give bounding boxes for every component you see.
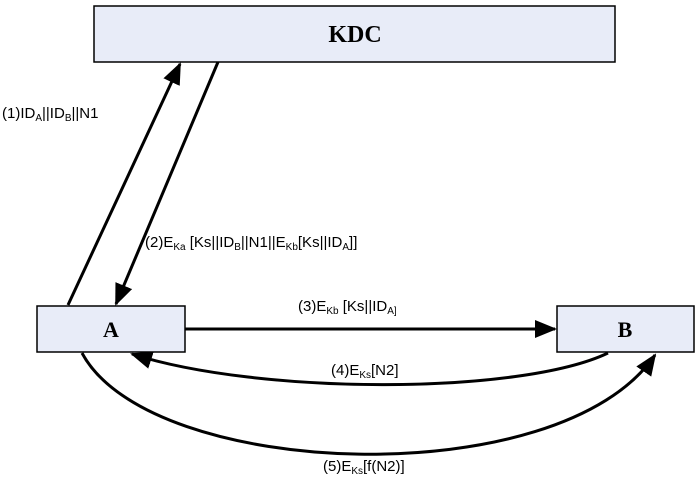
message-2-label: (2)EKa [Ks||IDB||N1||EKb[Ks||IDA]] bbox=[145, 234, 357, 253]
kdc-box bbox=[93, 5, 616, 63]
message-4-label: (4)EKs[N2] bbox=[331, 362, 399, 381]
b-label: B bbox=[618, 317, 633, 342]
a-box bbox=[36, 305, 186, 353]
message-3-label: (3)EKb [Ks||IDA] bbox=[298, 298, 397, 317]
message-1-label: (1)IDA||IDB||N1 bbox=[2, 105, 98, 124]
arrow-kdc-to-a bbox=[114, 61, 220, 306]
arrow-a-to-kdc bbox=[66, 62, 182, 306]
kdc-label: KDC bbox=[328, 22, 381, 48]
arrow-b-to-a bbox=[130, 351, 609, 387]
b-box bbox=[556, 305, 695, 353]
message-5-label: (5)EKs[f(N2)] bbox=[323, 458, 405, 477]
arrow-a-to-b-lower bbox=[80, 352, 657, 456]
a-label: A bbox=[103, 317, 119, 342]
